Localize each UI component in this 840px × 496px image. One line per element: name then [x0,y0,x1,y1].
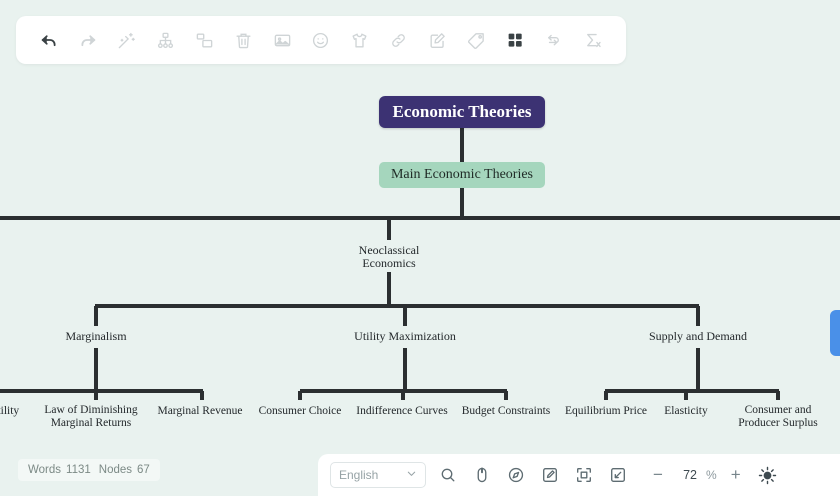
fit-screen-icon[interactable] [572,463,596,487]
collapse-icon[interactable] [606,463,630,487]
compass-icon[interactable] [504,463,528,487]
trash-icon[interactable] [230,27,256,53]
formula-icon[interactable] [580,27,606,53]
nodes-value: 67 [137,464,150,476]
status-chip: Words 1131 Nodes 67 [18,459,160,481]
emoji-icon[interactable] [308,27,334,53]
search-icon[interactable] [436,463,460,487]
words-value: 1131 [66,464,91,476]
chevron-down-icon [406,468,417,482]
words-label: Words [28,464,62,476]
relationship-icon[interactable] [541,27,567,53]
bottom-bar: English [318,454,840,496]
undo-icon[interactable] [36,27,62,53]
top-toolbar [16,16,626,64]
sun-icon[interactable] [756,463,780,487]
nodes-label: Nodes [98,464,133,476]
layout-icon[interactable] [192,27,218,53]
zoom-unit: % [706,468,717,482]
nodes-stat: Nodes 67 [99,464,150,476]
image-icon[interactable] [269,27,295,53]
mindmap-node-margrevenue[interactable]: Marginal Revenue [157,404,243,417]
mindmap-node-equilibrium[interactable]: Equilibrium Price [564,404,648,417]
tag-icon[interactable] [463,27,489,53]
mindmap-node-utility[interactable]: ...tility [0,404,20,417]
tshirt-icon[interactable] [347,27,373,53]
mindmap-node-elasticity[interactable]: Elasticity [664,404,708,417]
link-icon[interactable] [386,27,412,53]
mindmap-node-main[interactable]: Main Economic Theories [378,161,546,189]
zoom-out-button[interactable]: − [653,465,663,484]
mouse-icon[interactable] [470,463,494,487]
zoom-in-button[interactable]: + [730,465,741,484]
mindmap-node-utilitymax[interactable]: Utility Maximization [354,329,456,344]
mindmap-node-conschoice[interactable]: Consumer Choice [258,404,342,417]
mindmap-node-marginalism[interactable]: Marginalism [65,329,127,344]
redo-icon[interactable] [75,27,101,53]
mindmap-node-root[interactable]: Economic Theories [378,95,546,129]
zoom-controls: − 72 % + [648,465,746,485]
magic-wand-icon[interactable] [114,27,140,53]
language-value: English [339,468,379,482]
grid-icon[interactable] [502,27,528,53]
edit-icon[interactable] [538,463,562,487]
mindmap-node-budget[interactable]: Budget Constraints [461,404,551,417]
words-stat: Words 1131 [28,464,91,476]
zoom-value: 72 [683,468,697,482]
note-icon[interactable] [424,27,450,53]
mindmap-node-indifference[interactable]: Indifference Curves [356,404,448,417]
mindmap-node-supplydemand[interactable]: Supply and Demand [649,329,747,344]
side-panel-handle[interactable] [830,310,840,356]
language-select[interactable]: English [330,462,426,488]
hierarchy-icon[interactable] [153,27,179,53]
